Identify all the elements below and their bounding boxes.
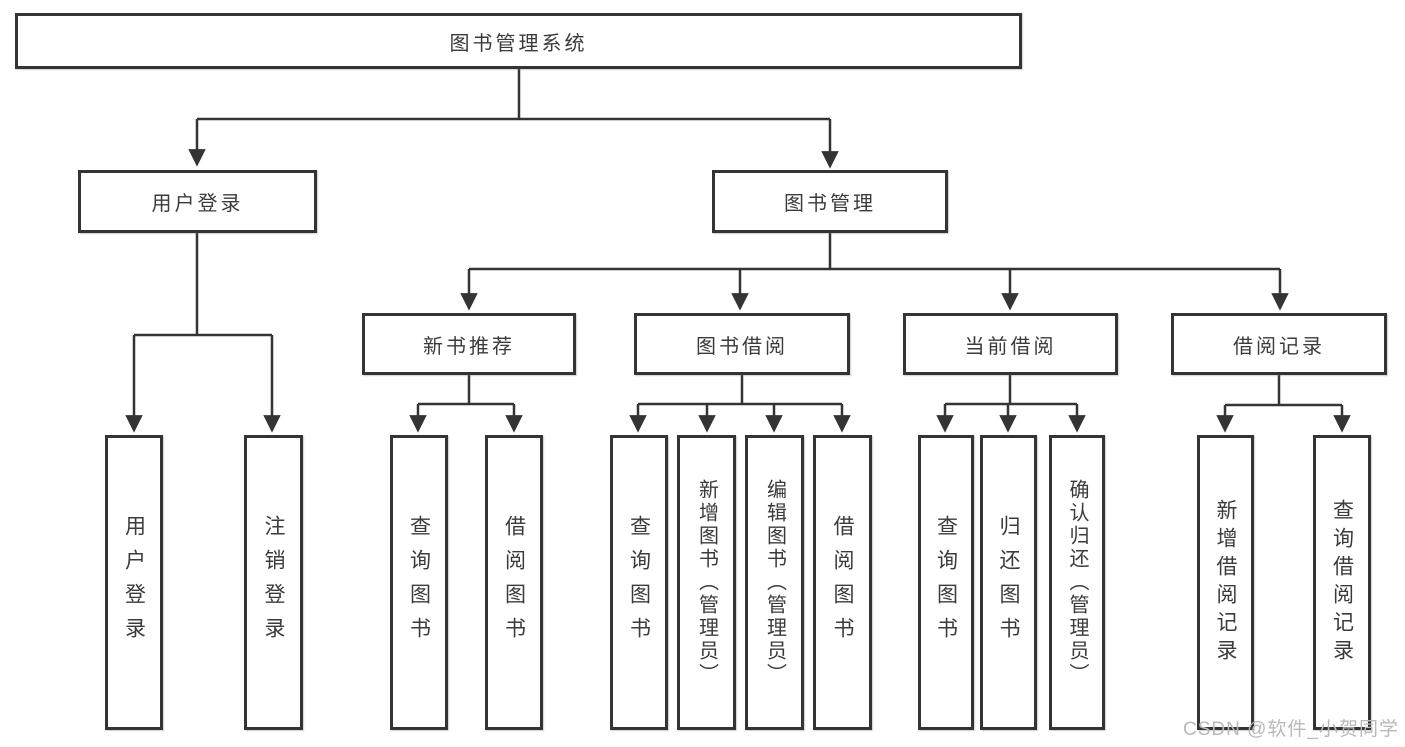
node-root: 图书管理系统 bbox=[15, 13, 1022, 69]
leaf-return-books: 归还图书 bbox=[980, 435, 1037, 730]
leaf-confirm-return-admin-label: 确认归还（管理员） bbox=[1066, 479, 1088, 686]
node-book-borrow: 图书借阅 bbox=[634, 313, 850, 375]
leaf-logout-label: 注销登录 bbox=[262, 514, 285, 651]
node-book-management: 图书管理 bbox=[712, 170, 948, 233]
connector-userlogin-bus bbox=[134, 233, 272, 337]
leaf-borrow-books: 借阅图书 bbox=[813, 435, 872, 730]
leaf-borrow-books-recommend: 借阅图书 bbox=[485, 435, 543, 730]
leaf-query-books-current-label: 查询图书 bbox=[934, 514, 958, 651]
leaf-add-borrow-record-label: 新增借阅记录 bbox=[1214, 498, 1237, 667]
node-current-borrow: 当前借阅 bbox=[903, 313, 1118, 375]
connector-bookmgmt-bus bbox=[469, 233, 1280, 271]
leaf-query-books-borrow: 查询图书 bbox=[610, 435, 668, 730]
node-user-login: 用户登录 bbox=[78, 170, 317, 233]
leaf-add-books-admin-label: 新增图书（管理员） bbox=[695, 479, 718, 686]
connector-records-bus bbox=[1225, 375, 1342, 407]
connector-root-bus bbox=[197, 69, 830, 121]
leaf-user-login: 用户登录 bbox=[105, 435, 163, 730]
leaf-query-books-recommend: 查询图书 bbox=[390, 435, 448, 730]
csdn-watermark: CSDN @软件_小贺同学 bbox=[1183, 719, 1399, 740]
node-current-borrow-label: 当前借阅 bbox=[964, 335, 1057, 358]
node-new-book-recommend-label: 新书推荐 bbox=[423, 335, 515, 358]
node-book-management-label: 图书管理 bbox=[784, 193, 876, 215]
node-new-book-recommend: 新书推荐 bbox=[362, 313, 576, 375]
leaf-query-borrow-record: 查询借阅记录 bbox=[1313, 435, 1371, 730]
leaf-logout: 注销登录 bbox=[244, 435, 303, 730]
leaf-query-borrow-record-label: 查询借阅记录 bbox=[1330, 498, 1354, 667]
connector-borrow-bus bbox=[638, 375, 842, 406]
leaf-edit-books-admin-label: 编辑图书（管理员） bbox=[763, 479, 786, 686]
leaf-add-borrow-record: 新增借阅记录 bbox=[1197, 435, 1254, 730]
node-user-login-label: 用户登录 bbox=[151, 193, 244, 215]
leaf-borrow-books-label: 借阅图书 bbox=[831, 514, 854, 651]
leaf-confirm-return-admin: 确认归还（管理员） bbox=[1049, 435, 1105, 730]
leaf-query-books-borrow-label: 查询图书 bbox=[627, 514, 651, 651]
node-book-borrow-label: 图书借阅 bbox=[696, 335, 788, 358]
leaf-add-books-admin: 新增图书（管理员） bbox=[677, 435, 736, 730]
leaf-user-login-label: 用户登录 bbox=[122, 514, 146, 651]
node-borrow-records: 借阅记录 bbox=[1171, 313, 1387, 375]
leaf-borrow-books-recommend-label: 借阅图书 bbox=[502, 514, 526, 651]
connector-current-bus bbox=[945, 375, 1077, 406]
leaf-edit-books-admin: 编辑图书（管理员） bbox=[745, 435, 804, 730]
connector-newbooks-bus bbox=[418, 375, 514, 406]
node-borrow-records-label: 借阅记录 bbox=[1233, 335, 1325, 358]
node-root-label: 图书管理系统 bbox=[449, 32, 588, 55]
leaf-query-books-current: 查询图书 bbox=[918, 435, 974, 730]
leaf-query-books-recommend-label: 查询图书 bbox=[407, 514, 431, 651]
leaf-return-books-label: 归还图书 bbox=[997, 514, 1020, 651]
